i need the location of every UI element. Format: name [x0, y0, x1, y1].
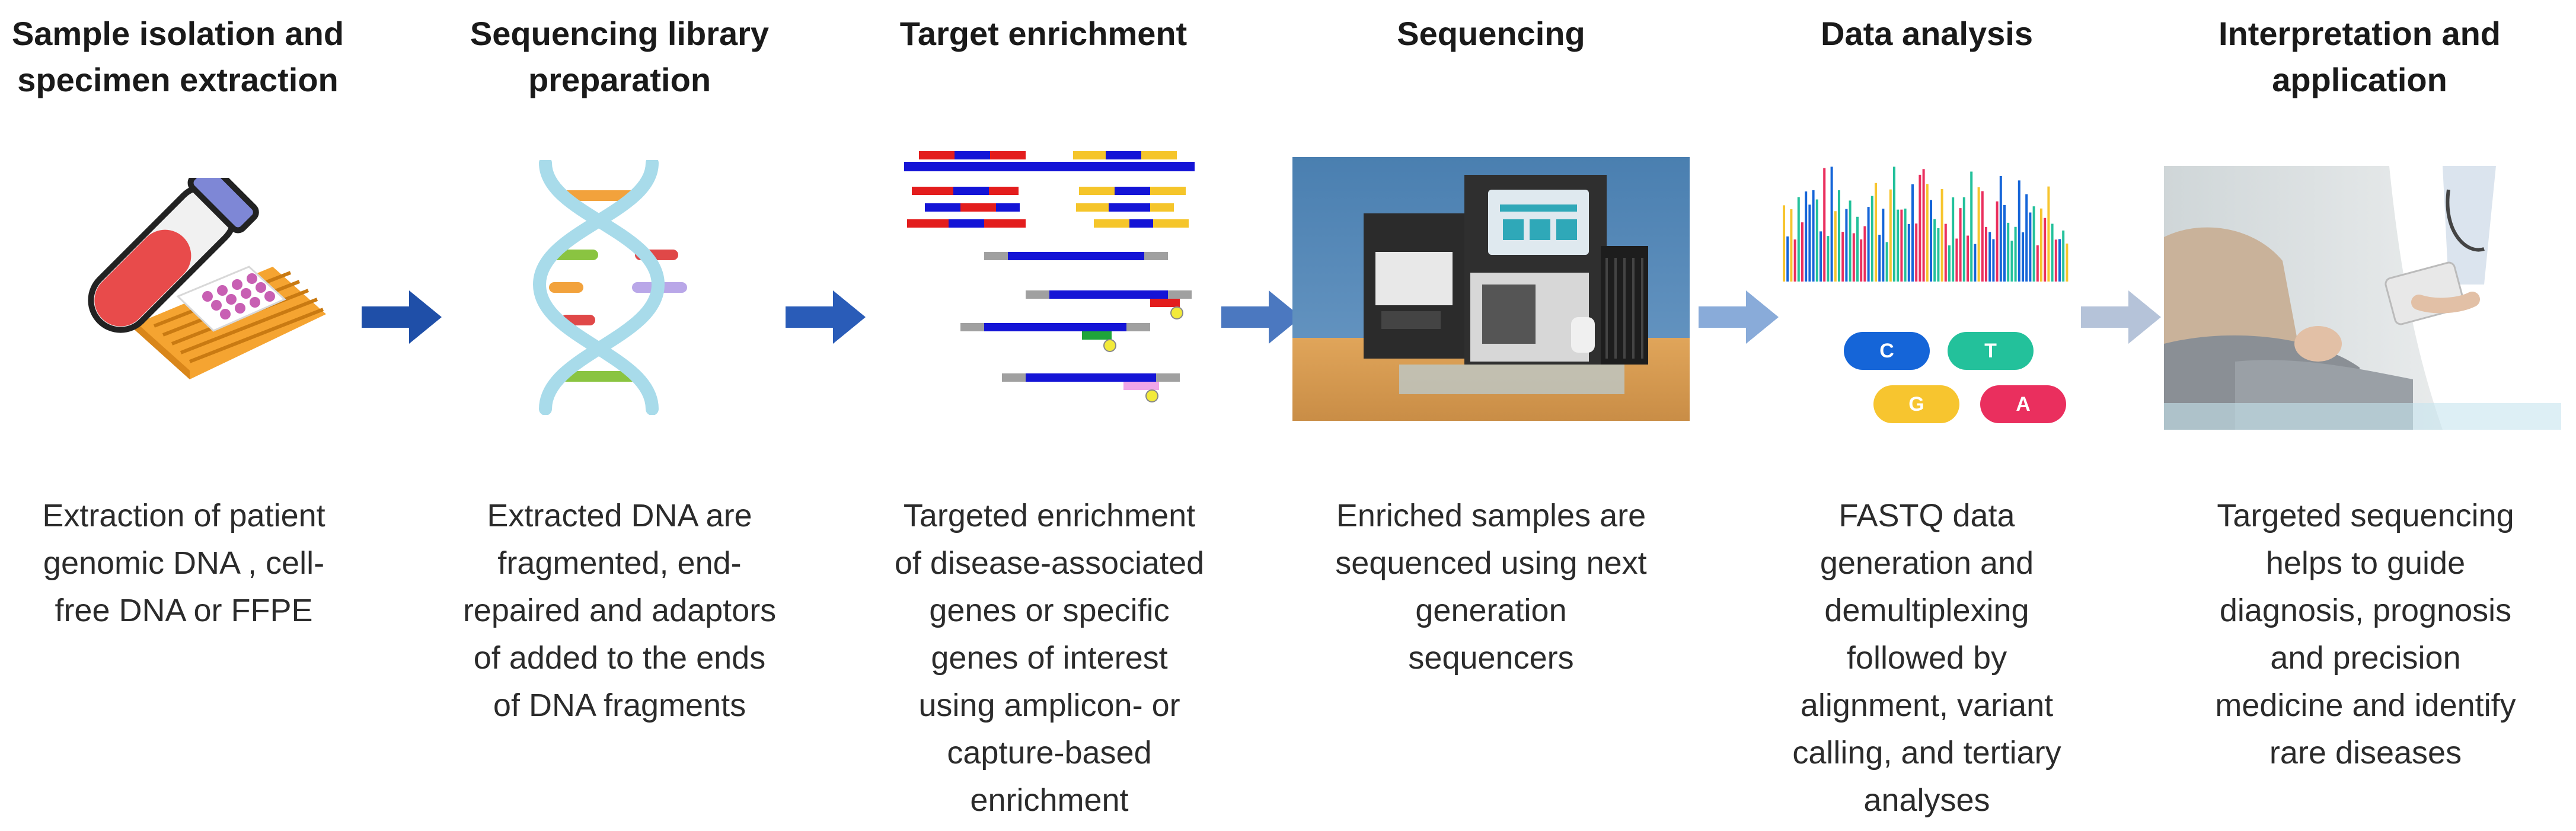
step-6-title: Interpretation and application — [2170, 11, 2549, 103]
captured-reads — [960, 252, 1192, 402]
step-6-desc-line-6: rare diseases — [2269, 735, 2462, 771]
step-5-desc-line-2: generation and — [1820, 545, 2034, 581]
step-5-desc-line-4: followed by — [1846, 640, 2007, 676]
step-1-title-line-1: Sample isolation and — [11, 15, 344, 52]
step-5-desc-line-6: calling, and tertiary — [1792, 735, 2061, 771]
step-5-title: Data analysis — [1767, 11, 2087, 57]
well-plate — [176, 266, 286, 332]
test-tube — [88, 178, 259, 333]
flow-arrow-5 — [2081, 290, 2161, 344]
helix-backbone — [532, 160, 665, 415]
step-5-desc-line-5: alignment, variant — [1800, 688, 2054, 723]
flow-arrow-4 — [1699, 290, 1779, 344]
flow-arrow-2 — [786, 290, 866, 344]
step-5-description: FASTQ data generation and demultiplexing… — [1755, 492, 2099, 824]
step-3-desc-line-2: of disease-associated — [894, 545, 1205, 581]
step-3-description: Targeted enrichment of disease-associate… — [872, 492, 1227, 824]
step-6-desc-line-1: Targeted sequencing — [2217, 498, 2514, 533]
base-badge-t: T — [1948, 332, 2034, 370]
step-1-description: Extraction of patient genomic DNA , cell… — [12, 492, 356, 634]
step-5-desc-line-1: FASTQ data — [1838, 498, 2015, 533]
base-badge-c-label: C — [1879, 340, 1894, 362]
base-badge-g: G — [1873, 385, 1959, 423]
step-3-desc-line-7: enrichment — [970, 782, 1129, 818]
step-3-title-line-1: Target enrichment — [899, 15, 1188, 52]
step-1-title-line-2: specimen extraction — [17, 61, 339, 98]
step-6-desc-line-4: and precision — [2270, 640, 2461, 676]
base-badge-a: A — [1980, 385, 2066, 423]
step-4-title: Sequencing — [1310, 11, 1672, 57]
step-3-desc-line-4: genes of interest — [931, 640, 1168, 676]
flow-arrow-3 — [1221, 290, 1301, 344]
step-2-desc-line-2: fragmented, end- — [497, 545, 742, 581]
sequencer-left-unit — [1364, 213, 1464, 359]
step-2-desc-line-3: repaired and adaptors — [462, 593, 777, 628]
step-6-desc-line-3: diagnosis, prognosis — [2219, 593, 2512, 628]
step-6-desc-line-5: medicine and identify — [2215, 688, 2516, 723]
base-badges: C T G A — [1838, 329, 2087, 436]
dna-double-helix-illustration — [532, 160, 687, 415]
step-4-desc-line-1: Enriched samples are — [1336, 498, 1646, 533]
step-2-title-line-2: preparation — [528, 61, 711, 98]
sequencer-right-unit — [1464, 175, 1648, 365]
chromatogram-illustration — [1783, 167, 2069, 282]
sequencer-instrument-photo — [1292, 157, 1690, 421]
step-6-title-line-2: application — [2272, 61, 2447, 98]
step-4-desc-line-4: sequencers — [1408, 640, 1574, 676]
step-3-desc-line-3: genes or specific — [929, 593, 1170, 628]
step-6-title-line-1: Interpretation and — [2218, 15, 2501, 52]
step-2-title: Sequencing library preparation — [442, 11, 797, 103]
step-4-desc-line-3: generation — [1415, 593, 1567, 628]
base-badge-a-label: A — [2016, 393, 2031, 416]
step-4-desc-line-2: sequenced using next — [1335, 545, 1647, 581]
chromatogram-bars — [1783, 167, 2069, 282]
fragment-reads — [904, 151, 1195, 228]
enrichment-reads-illustration — [904, 151, 1195, 402]
base-badge-g-label: G — [1908, 393, 1924, 416]
step-6-desc-line-2: helps to guide — [2265, 545, 2466, 581]
test-tube-and-sample-rack-illustration — [88, 178, 326, 379]
doctor-figure — [2385, 166, 2561, 430]
step-2-description: Extracted DNA are fragmented, end- repai… — [442, 492, 797, 729]
base-badge-c: C — [1844, 332, 1930, 370]
step-1-title: Sample isolation and specimen extraction — [6, 11, 350, 103]
step-4-description: Enriched samples are sequenced using nex… — [1310, 492, 1672, 682]
step-1-desc-line-2: genomic DNA , cell- — [43, 545, 325, 581]
flow-arrow-1 — [362, 290, 442, 344]
step-5-title-line-1: Data analysis — [1821, 15, 2033, 52]
step-4-title-line-1: Sequencing — [1397, 15, 1585, 52]
step-2-title-line-1: Sequencing library — [470, 15, 770, 52]
step-2-desc-line-1: Extracted DNA are — [487, 498, 752, 533]
step-3-title: Target enrichment — [860, 11, 1227, 57]
step-1-desc-line-1: Extraction of patient — [42, 498, 325, 533]
step-2-desc-line-5: of DNA fragments — [493, 688, 746, 723]
step-6-description: Targeted sequencing helps to guide diagn… — [2182, 492, 2549, 776]
step-5-desc-line-7: analyses — [1863, 782, 1990, 818]
step-5-desc-line-3: demultiplexing — [1824, 593, 2029, 628]
base-badge-t-label: T — [1984, 340, 1997, 362]
step-3-desc-line-6: capture-based — [947, 735, 1152, 771]
step-3-desc-line-5: using amplicon- or — [918, 688, 1180, 723]
doctor-patient-photo — [2164, 166, 2561, 430]
step-2-desc-line-4: of added to the ends — [473, 640, 766, 676]
step-1-desc-line-3: free DNA or FFPE — [55, 593, 313, 628]
step-3-desc-line-1: Targeted enrichment — [903, 498, 1196, 533]
